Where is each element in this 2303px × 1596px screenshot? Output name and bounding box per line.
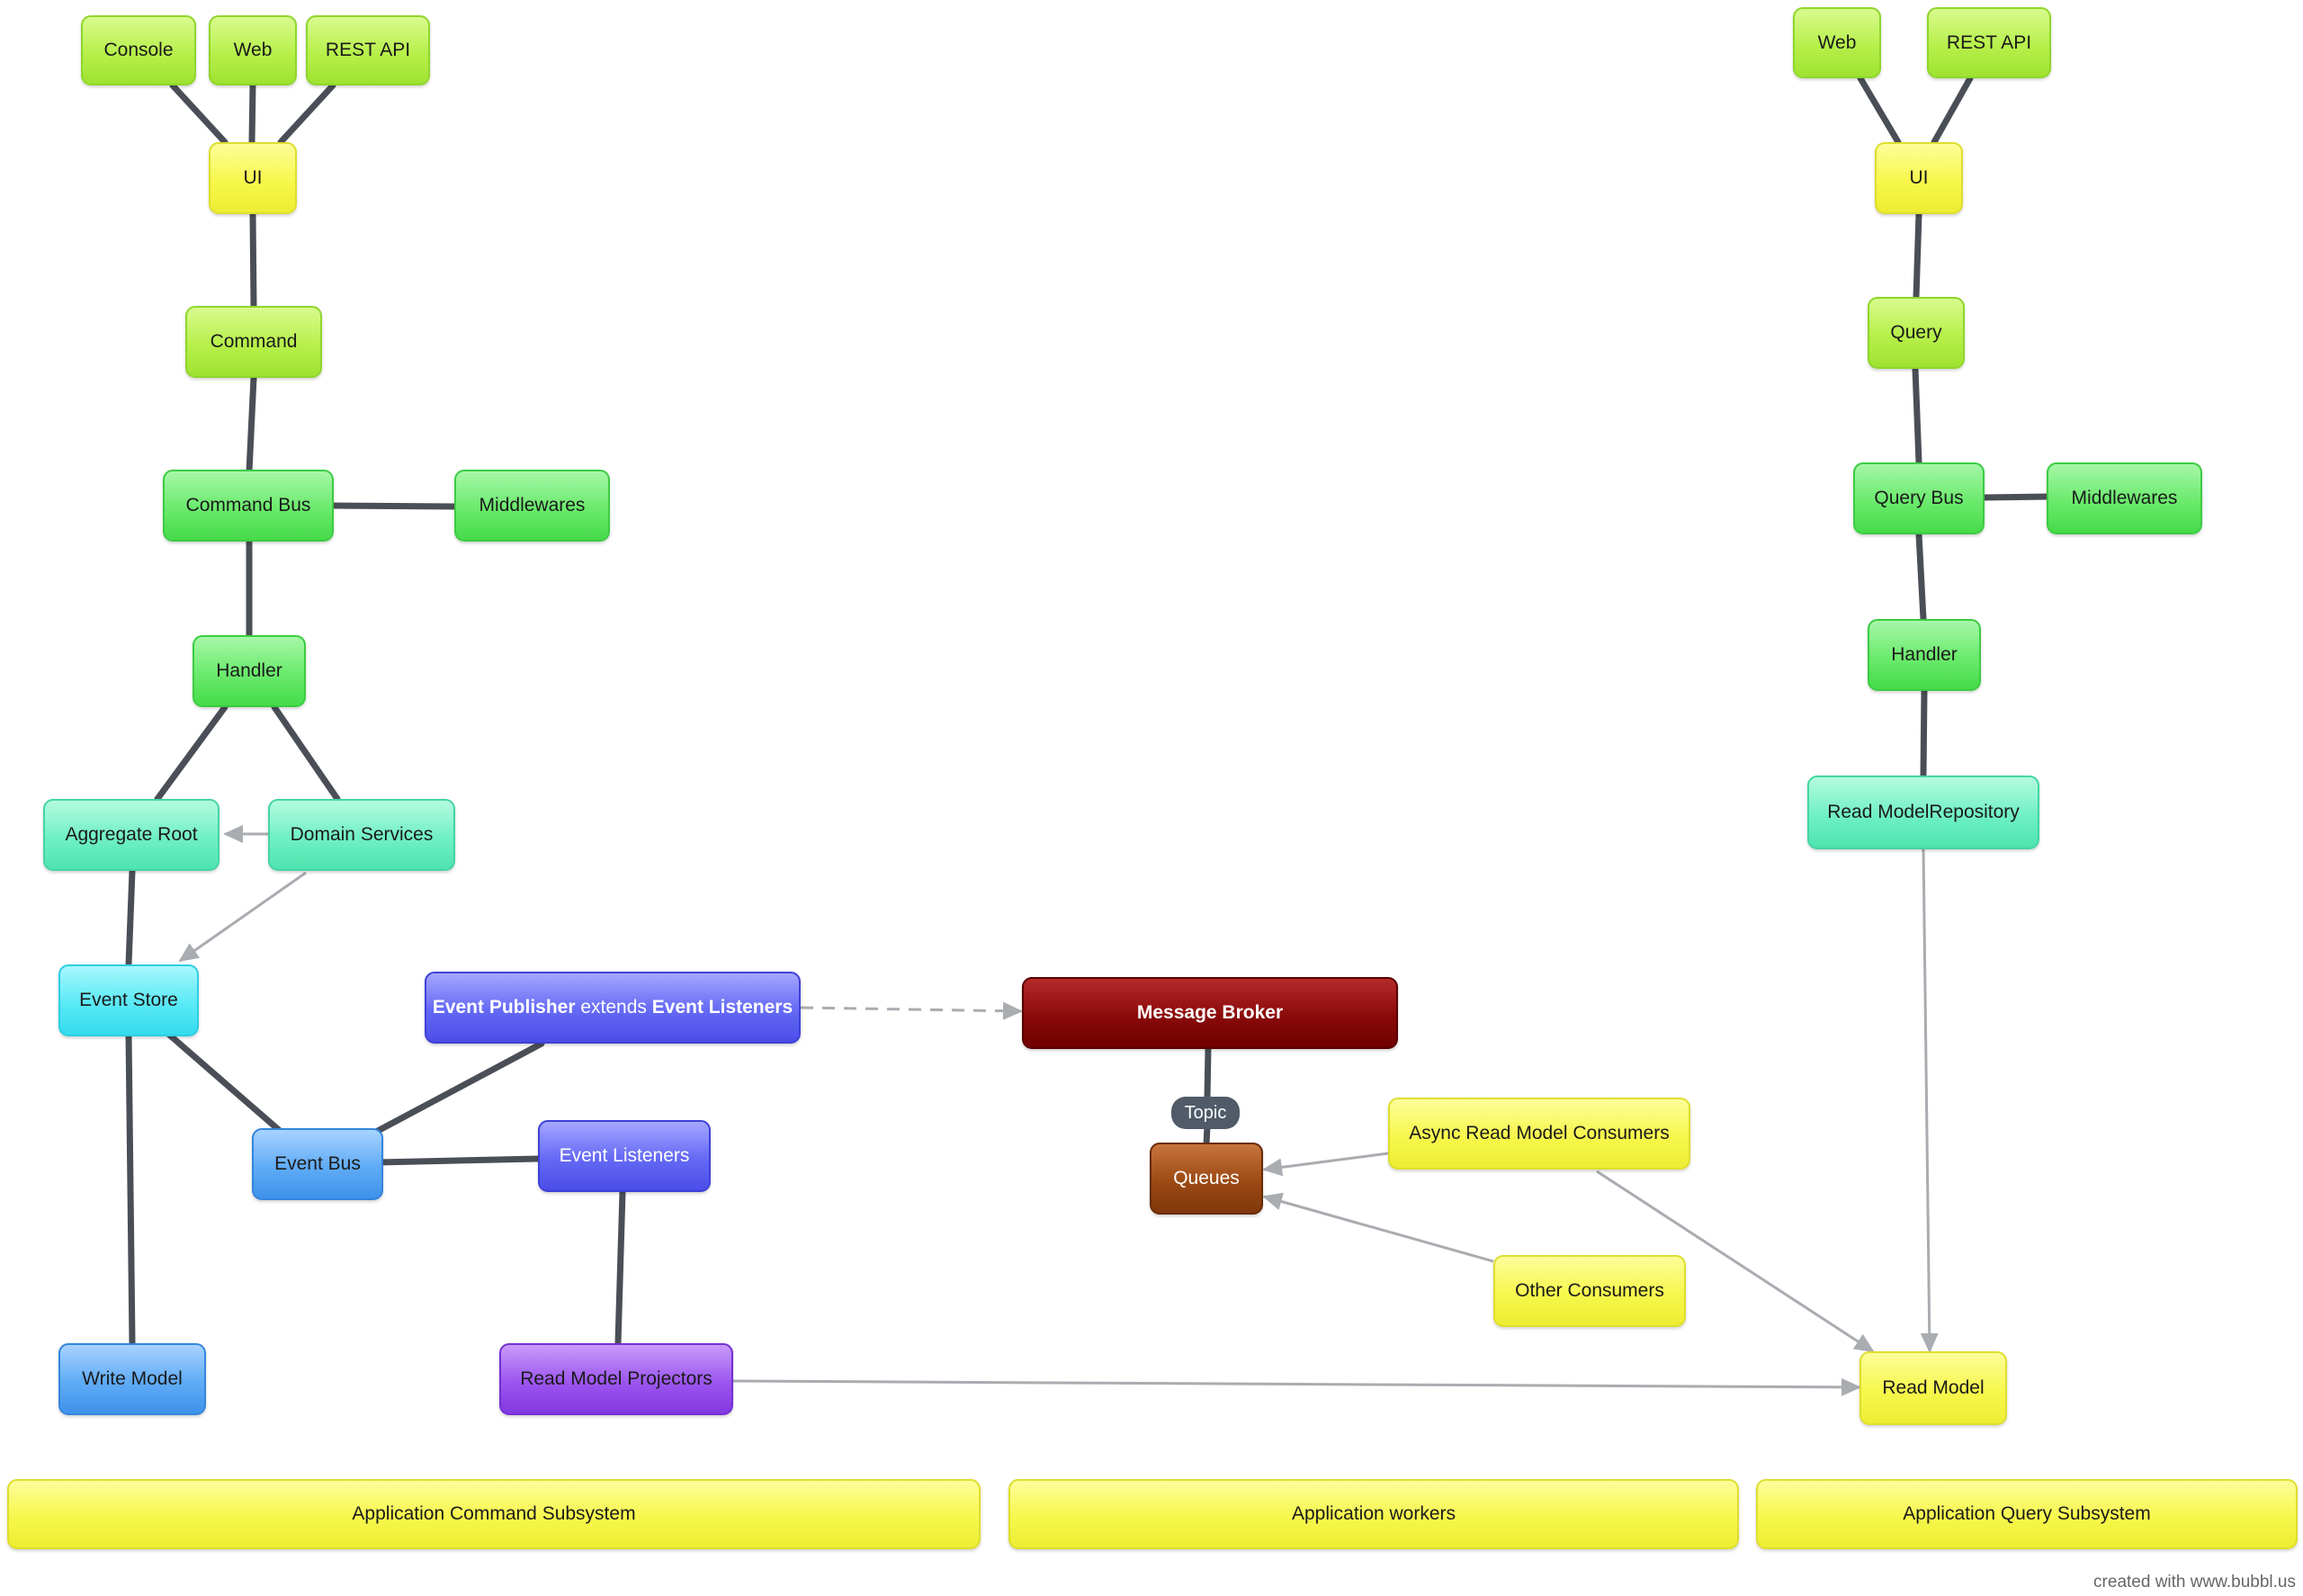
node-ui[interactable]: UI <box>209 142 297 214</box>
edge-query-bus <box>1912 365 1922 466</box>
node-query-rest-api[interactable]: REST API <box>1927 7 2051 78</box>
edge-eventstore-writemodel <box>125 1031 136 1347</box>
node-read-model[interactable]: Read Model <box>1859 1351 2007 1425</box>
edge-aggregate-eventstore <box>125 867 136 968</box>
edge-qhandler-repo <box>1920 687 1928 779</box>
edge-console-ui <box>169 82 229 146</box>
edge-publisher-eventbus <box>372 1040 545 1135</box>
node-command-bus[interactable]: Command Bus <box>163 470 334 542</box>
edge-bus-middlewares <box>329 502 458 510</box>
edge-qweb-qui <box>1857 75 1902 146</box>
event-listeners-label: Event Listeners <box>651 997 793 1018</box>
group-application-workers[interactable]: Application workers <box>1008 1479 1739 1549</box>
edge-web-ui <box>248 82 256 146</box>
node-event-store[interactable]: Event Store <box>58 964 199 1036</box>
group-command-subsystem[interactable]: Application Command Subsystem <box>7 1479 981 1549</box>
extends-label: extends <box>575 997 652 1018</box>
edge-command-bus <box>246 374 257 475</box>
edge-listeners-projectors <box>614 1188 626 1347</box>
edge-handler-domain <box>271 704 341 802</box>
event-publisher-label: Event Publisher <box>432 997 576 1018</box>
node-write-model[interactable]: Write Model <box>58 1343 206 1415</box>
node-aggregate-root[interactable]: Aggregate Root <box>43 799 220 871</box>
node-query-middlewares[interactable]: Middlewares <box>2047 462 2202 534</box>
edge-eventstore-eventbus <box>166 1031 282 1134</box>
node-console[interactable]: Console <box>81 15 196 85</box>
arrow-async-readmodel <box>1596 1170 1875 1353</box>
node-query-web[interactable]: Web <box>1793 7 1881 78</box>
node-event-publisher[interactable]: Event Publisher extends Event Listeners <box>425 972 801 1044</box>
node-event-bus[interactable]: Event Bus <box>252 1128 383 1200</box>
topic-label: Topic <box>1171 1097 1240 1129</box>
node-handler[interactable]: Handler <box>193 635 306 707</box>
arrow-domain-eventstore <box>178 871 307 963</box>
edge-broker-topic <box>1204 1045 1212 1101</box>
arrow-projectors-readmodel <box>732 1377 1861 1396</box>
edge-handler-aggregate <box>154 704 229 802</box>
edge-topic-queues <box>1203 1123 1211 1148</box>
edge-bus-qmiddlewares <box>1980 493 2053 501</box>
node-query-ui[interactable]: UI <box>1875 142 1963 214</box>
edge-rest-ui <box>277 82 336 146</box>
edge-ui-command <box>249 211 257 309</box>
node-message-broker[interactable]: Message Broker <box>1022 977 1398 1049</box>
node-rest-api[interactable]: REST API <box>306 15 430 85</box>
credit-text[interactable]: created with www.bubbl.us <box>2093 1573 2296 1592</box>
node-read-model-repository[interactable]: Read ModelRepository <box>1807 776 2039 849</box>
node-web[interactable]: Web <box>209 15 297 85</box>
arrow-other-queues <box>1262 1192 1494 1263</box>
node-domain-services[interactable]: Domain Services <box>268 799 455 871</box>
node-read-model-projectors[interactable]: Read Model Projectors <box>499 1343 733 1415</box>
node-other-consumers[interactable]: Other Consumers <box>1493 1255 1686 1327</box>
arrow-async-queues <box>1262 1152 1389 1177</box>
arrow-repo-readmodel <box>1920 848 1939 1353</box>
edge-bus-qhandler <box>1915 531 1927 623</box>
node-query-bus[interactable]: Query Bus <box>1853 462 1985 534</box>
node-middlewares[interactable]: Middlewares <box>454 470 610 542</box>
node-async-read-model-consumers[interactable]: Async Read Model Consumers <box>1388 1098 1690 1170</box>
arrow-publisher-broker <box>800 1001 1023 1020</box>
node-event-listeners[interactable]: Event Listeners <box>538 1120 711 1192</box>
edge-qui-query <box>1913 211 1922 300</box>
node-command[interactable]: Command <box>185 306 322 378</box>
group-query-subsystem[interactable]: Application Query Subsystem <box>1756 1479 2298 1549</box>
node-query-handler[interactable]: Handler <box>1868 619 1981 691</box>
edge-eventbus-listeners <box>374 1155 542 1166</box>
node-queues[interactable]: Queues <box>1150 1143 1263 1215</box>
node-query[interactable]: Query <box>1868 297 1965 369</box>
edge-qrest-qui <box>1931 75 1974 146</box>
